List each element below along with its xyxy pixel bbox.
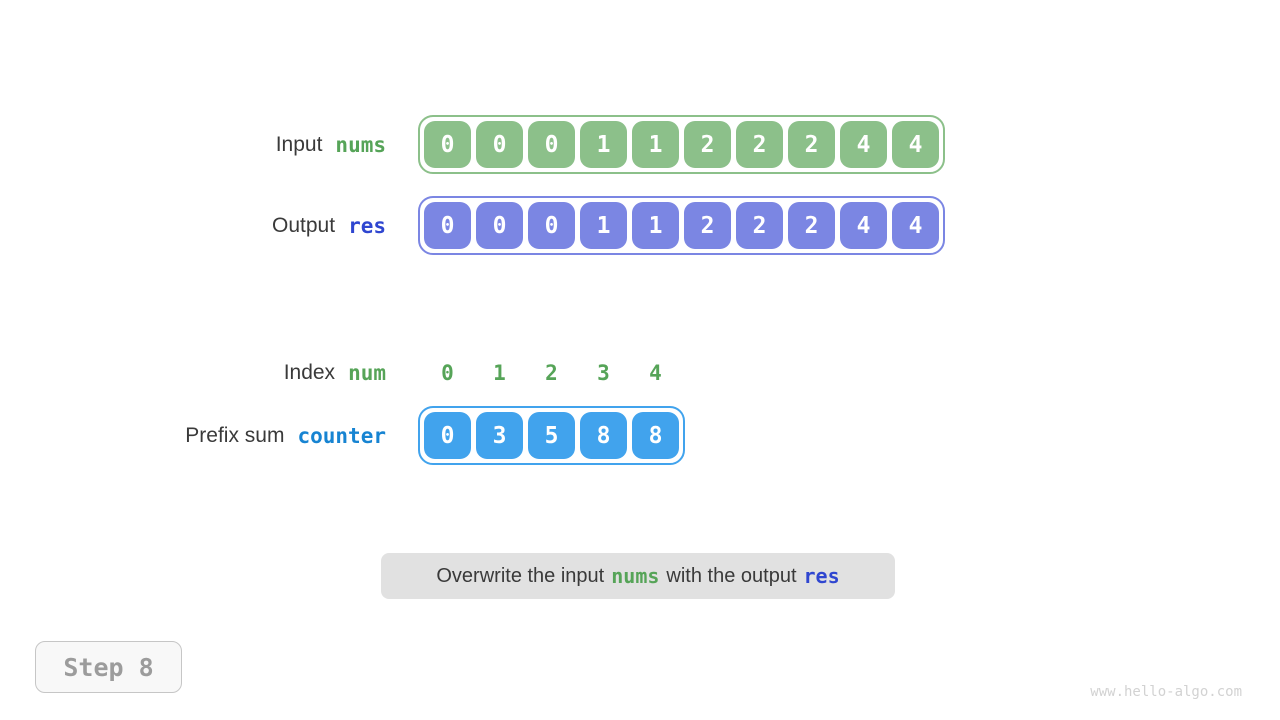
array-cell: 2 — [788, 121, 835, 168]
input-label: Input — [275, 132, 323, 156]
prefix-sum-row-label: Prefix sum counter — [185, 406, 386, 465]
array-cell: 4 — [840, 202, 887, 249]
prefix-sum-label: Prefix sum — [185, 423, 285, 447]
array-cell: 1 — [632, 121, 679, 168]
array-cell: 0 — [441, 360, 454, 385]
array-cell: 4 — [649, 360, 662, 385]
array-cell: 5 — [528, 412, 575, 459]
array-cell: 0 — [424, 202, 471, 249]
index-array: 0 1 2 3 4 — [418, 349, 685, 396]
array-cell: 0 — [476, 121, 523, 168]
array-cell: 4 — [840, 121, 887, 168]
prefix-sum-var-name: counter — [297, 423, 386, 448]
array-cell: 2 — [545, 360, 558, 385]
array-cell: 2 — [736, 121, 783, 168]
array-cell: 0 — [424, 412, 471, 459]
array-cell: 1 — [580, 121, 627, 168]
array-cell: 4 — [892, 202, 939, 249]
output-row-label: Output res — [272, 196, 386, 255]
caption-text-part2: with the output — [666, 564, 797, 587]
array-cell: 1 — [493, 360, 506, 385]
array-cell: 8 — [632, 412, 679, 459]
array-cell: 0 — [528, 121, 575, 168]
input-var-name: nums — [335, 132, 386, 157]
index-row: Index num 0 1 2 3 4 — [0, 349, 1280, 396]
array-cell: 8 — [580, 412, 627, 459]
index-label: Index — [283, 360, 336, 384]
caption-var-nums: nums — [611, 564, 660, 588]
array-cell: 2 — [736, 202, 783, 249]
array-cell: 4 — [892, 121, 939, 168]
array-cell: 3 — [597, 360, 610, 385]
output-label: Output — [272, 213, 336, 237]
output-var-name: res — [348, 213, 386, 238]
array-cell: 1 — [632, 202, 679, 249]
caption-var-res: res — [803, 564, 840, 588]
index-row-label: Index num — [284, 349, 386, 396]
caption: Overwrite the input nums with the output… — [381, 553, 895, 599]
array-cell: 0 — [424, 121, 471, 168]
index-var-name: num — [348, 360, 386, 385]
step-badge: Step 8 — [35, 641, 182, 693]
array-cell: 3 — [476, 412, 523, 459]
step-badge-label: Step 8 — [63, 652, 154, 682]
array-cell: 1 — [580, 202, 627, 249]
input-row-label: Input nums — [276, 115, 386, 174]
array-cell: 2 — [684, 121, 731, 168]
array-cell: 2 — [788, 202, 835, 249]
array-cell: 0 — [528, 202, 575, 249]
array-cell: 2 — [684, 202, 731, 249]
array-cell: 0 — [476, 202, 523, 249]
watermark-text: www.hello-algo.com — [1090, 684, 1242, 700]
caption-text-part1: Overwrite the input — [436, 564, 605, 587]
